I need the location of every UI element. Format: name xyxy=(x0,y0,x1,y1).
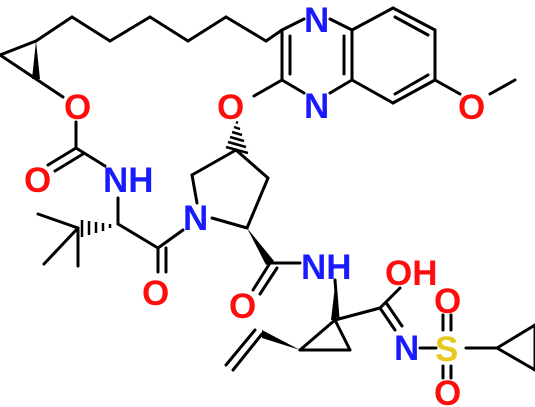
bond xyxy=(0,53,38,81)
bond xyxy=(190,173,199,205)
bond xyxy=(433,78,462,96)
bond xyxy=(350,78,395,105)
bond xyxy=(53,152,85,173)
atom-label-o-sulfonyl-top: O xyxy=(434,282,461,321)
bond xyxy=(74,146,107,168)
bond xyxy=(264,28,284,43)
atom-label-n-quinox-top: N xyxy=(304,1,329,40)
atom-label-o-sulfonyl-bottom: O xyxy=(434,374,461,407)
bond xyxy=(350,6,395,32)
atom-label-n-sulfonyl: N xyxy=(394,329,419,368)
bond xyxy=(210,216,249,230)
bond xyxy=(328,78,354,95)
atom-label-s-sulfonyl: S xyxy=(435,330,458,369)
atom-label-o-carbamate-ester: O xyxy=(64,88,91,127)
bond xyxy=(70,15,112,43)
bond xyxy=(280,17,306,32)
bond xyxy=(393,15,430,37)
bond xyxy=(0,39,38,57)
bond xyxy=(46,146,78,167)
bond xyxy=(224,328,257,367)
bond xyxy=(224,15,268,43)
wedge-bond xyxy=(331,286,339,320)
bond xyxy=(258,266,279,296)
bond xyxy=(488,78,517,96)
bond xyxy=(34,15,74,43)
bond xyxy=(42,226,80,266)
atom-label-n-pyrrolidine: N xyxy=(183,199,208,238)
bond-layer xyxy=(0,6,535,380)
atom-label-n-quinox-bottom: N xyxy=(304,87,329,126)
wedge-bond xyxy=(262,330,300,350)
atom-label-layer: N N O O O O NH N O NH O OH N S O O xyxy=(24,1,485,407)
bond xyxy=(378,306,397,332)
bond xyxy=(495,346,535,372)
bond xyxy=(393,73,430,96)
bond xyxy=(391,78,437,105)
atom-label-o-carbamate-carbonyl: O xyxy=(24,161,51,200)
atom-label-o-amide-right: O xyxy=(229,287,256,326)
atom-label-o-methoxy: O xyxy=(458,88,485,127)
atom-label-nh-carbamate: NH xyxy=(103,161,154,200)
bond xyxy=(333,306,382,322)
bond xyxy=(231,332,264,372)
atom-label-nh-amide: NH xyxy=(301,248,352,287)
wedge-bond xyxy=(247,228,274,265)
bond xyxy=(116,222,160,250)
bond xyxy=(333,318,352,352)
bond xyxy=(108,15,152,43)
bond xyxy=(378,286,402,310)
bond xyxy=(148,15,190,43)
bond xyxy=(328,17,354,32)
bond xyxy=(190,148,238,177)
bond xyxy=(34,77,65,99)
bond xyxy=(385,302,404,328)
atom-label-o-ring-ether: O xyxy=(217,88,244,127)
bond xyxy=(252,78,284,98)
hash-bond xyxy=(80,220,112,237)
bond xyxy=(245,176,270,230)
atom-label-o-amide-left: O xyxy=(142,274,169,313)
wedge-bond xyxy=(32,41,40,79)
bond xyxy=(156,228,185,250)
bond xyxy=(36,212,80,230)
bond xyxy=(298,318,337,352)
bond xyxy=(495,323,535,350)
bond xyxy=(251,261,272,292)
atom-label-oh-imidic: OH xyxy=(385,254,438,293)
bond xyxy=(280,78,306,95)
bond xyxy=(186,15,228,43)
bond xyxy=(391,6,437,32)
bond xyxy=(234,148,270,180)
